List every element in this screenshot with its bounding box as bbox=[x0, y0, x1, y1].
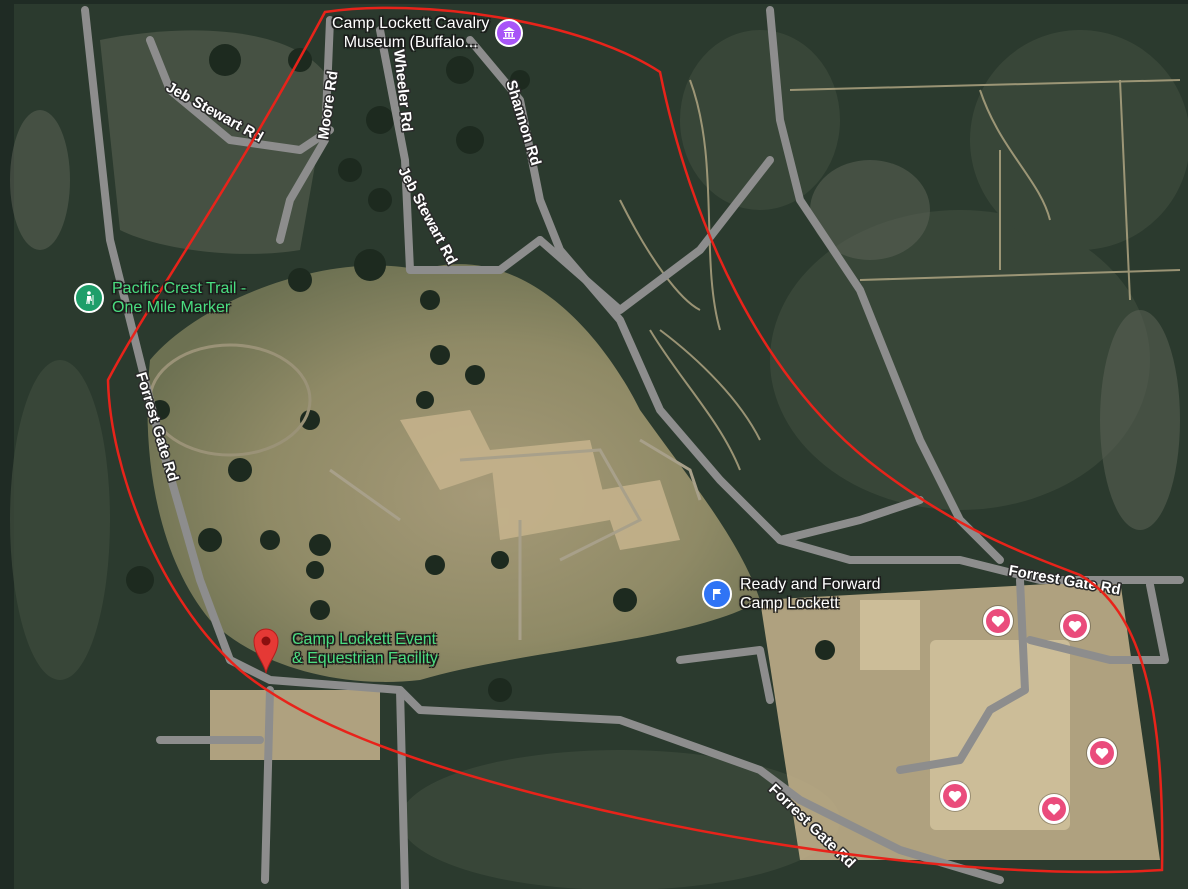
hiker-icon bbox=[74, 283, 104, 313]
ready-forward-label-line1: Ready and Forward bbox=[740, 576, 881, 593]
event-facility-marker[interactable]: Camp Lockett Event & Equestrian Facility bbox=[252, 626, 438, 674]
event-facility-label-line2: & Equestrian Facility bbox=[292, 650, 438, 667]
favorite-marker[interactable] bbox=[1039, 794, 1069, 824]
event-facility-label: Camp Lockett Event & Equestrian Facility bbox=[292, 630, 438, 668]
heart-icon bbox=[948, 790, 962, 802]
trail-label-line2: One Mile Marker bbox=[112, 299, 231, 316]
museum-label-line1: Camp Lockett Cavalry bbox=[332, 15, 490, 32]
museum-label-line2: Museum (Buffalo... bbox=[343, 34, 478, 51]
favorite-marker[interactable] bbox=[940, 781, 970, 811]
favorite-marker[interactable] bbox=[1060, 611, 1090, 641]
map-pin-icon bbox=[253, 628, 279, 674]
favorite-marker[interactable] bbox=[1087, 738, 1117, 768]
ready-forward-label: Ready and Forward Camp Lockett bbox=[740, 575, 881, 613]
heart-icon bbox=[1068, 620, 1082, 632]
trail-label-line1: Pacific Crest Trail - bbox=[112, 280, 247, 297]
favorite-marker[interactable] bbox=[983, 606, 1013, 636]
trail-marker[interactable]: Pacific Crest Trail - One Mile Marker bbox=[74, 279, 246, 317]
museum-label: Camp Lockett Cavalry Museum (Buffalo... bbox=[332, 14, 489, 52]
heart-icon bbox=[1047, 803, 1061, 815]
museum-icon bbox=[495, 19, 524, 47]
area-boundary bbox=[106, 6, 1164, 874]
museum-marker[interactable]: Camp Lockett Cavalry Museum (Buffalo... bbox=[332, 14, 524, 52]
event-facility-label-line1: Camp Lockett Event bbox=[292, 631, 437, 648]
ready-forward-marker[interactable]: Ready and Forward Camp Lockett bbox=[702, 575, 881, 613]
heart-icon bbox=[991, 615, 1005, 627]
trail-label: Pacific Crest Trail - One Mile Marker bbox=[112, 279, 246, 317]
ready-forward-label-line2: Camp Lockett bbox=[740, 595, 839, 612]
heart-icon bbox=[1095, 747, 1109, 759]
flag-icon bbox=[702, 579, 732, 609]
